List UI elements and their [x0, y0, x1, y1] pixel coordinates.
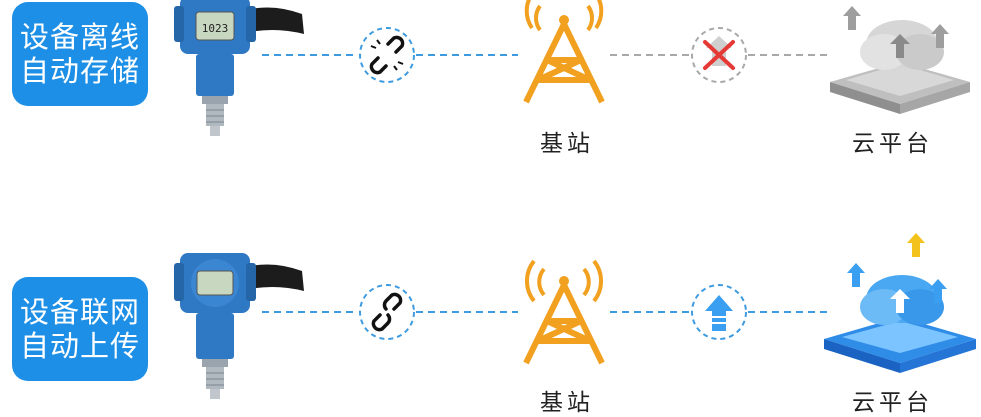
offline-badge-line2: 自动存储	[19, 54, 140, 88]
online-cloud-label: 云平台	[852, 390, 933, 416]
online-badge: 设备联网 自动上传	[12, 277, 148, 381]
device-display-value: 1023	[202, 22, 229, 35]
online-badge-line1: 设备联网	[19, 295, 140, 329]
cloud-platform-offline-icon	[830, 6, 970, 114]
pressure-transmitter-icon: 1023	[174, 0, 304, 136]
broken-link-icon	[359, 27, 415, 83]
online-scene	[174, 233, 976, 399]
link-icon	[359, 284, 415, 340]
offline-cloud-label: 云平台	[852, 131, 933, 157]
online-badge-line2: 自动上传	[19, 329, 140, 363]
red-x-icon	[691, 27, 747, 83]
pressure-transmitter-icon	[174, 253, 304, 399]
offline-scene: 1023	[174, 0, 970, 136]
cloud-platform-online-icon	[824, 233, 976, 373]
offline-row: 设备离线 自动存储 1023	[0, 0, 981, 208]
offline-badge-line1: 设备离线	[19, 20, 140, 54]
base-station-tower-icon	[523, 0, 605, 104]
upload-arrow-icon	[691, 284, 747, 340]
offline-badge: 设备离线 自动存储	[12, 2, 148, 106]
online-tower-label: 基站	[540, 390, 594, 416]
offline-tower-label: 基站	[540, 131, 594, 157]
base-station-tower-icon	[523, 259, 605, 365]
online-row: 设备联网 自动上传	[0, 209, 981, 417]
